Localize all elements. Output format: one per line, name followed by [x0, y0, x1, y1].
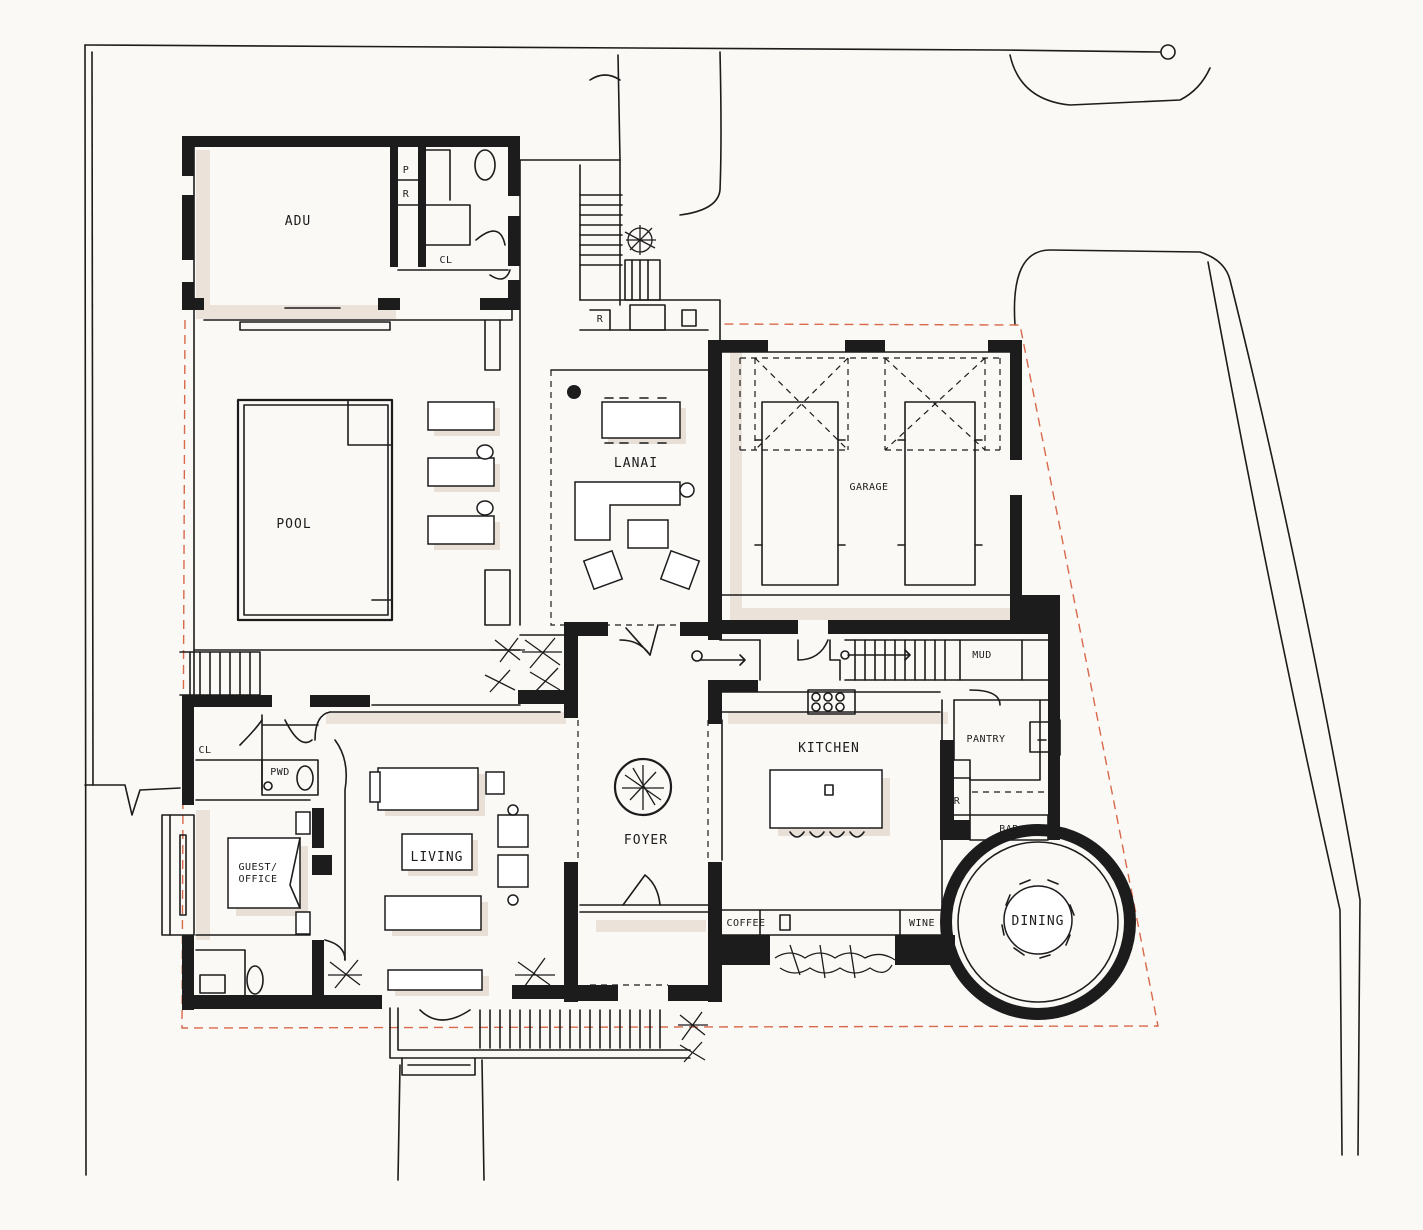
label-guest-line1: GUEST/	[238, 862, 277, 873]
label-wine: WINE	[909, 918, 935, 929]
label-adu-p: P	[403, 165, 410, 176]
furniture	[227, 385, 1075, 996]
label-garage: GARAGE	[849, 482, 888, 493]
label-coffee: COFFEE	[726, 918, 765, 929]
label-adu-cl: CL	[439, 255, 452, 266]
label-adu-r: R	[403, 189, 410, 200]
label-dining: DINING	[1012, 914, 1065, 929]
label-foyer: FOYER	[624, 833, 668, 848]
label-guest-line2: OFFICE	[238, 874, 277, 885]
label-kitchen: KITCHEN	[798, 741, 860, 756]
site-lines	[84, 44, 1361, 1181]
dining-rotunda	[940, 824, 1136, 1020]
label-mud: MUD	[972, 650, 992, 661]
label-lanai: LANAI	[614, 456, 658, 471]
label-adu: ADU	[285, 214, 311, 229]
label-kitchen-r: R	[954, 796, 961, 807]
walls	[182, 136, 1060, 1010]
label-lanai-r: R	[597, 314, 604, 325]
label-pwd: PWD	[270, 767, 290, 778]
label-pool: POOL	[276, 517, 311, 532]
label-guest-cl: CL	[198, 745, 211, 756]
interior-lines	[161, 146, 1061, 1076]
wall-shadows	[196, 150, 1015, 940]
plants	[328, 225, 896, 1063]
label-pantry: PANTRY	[966, 734, 1005, 745]
label-bar: BAR	[999, 824, 1019, 835]
label-living: LIVING	[411, 850, 464, 865]
room-labels: ADU P R CL POOL LANAI R GARAGE MUD KITCH…	[198, 165, 1065, 929]
